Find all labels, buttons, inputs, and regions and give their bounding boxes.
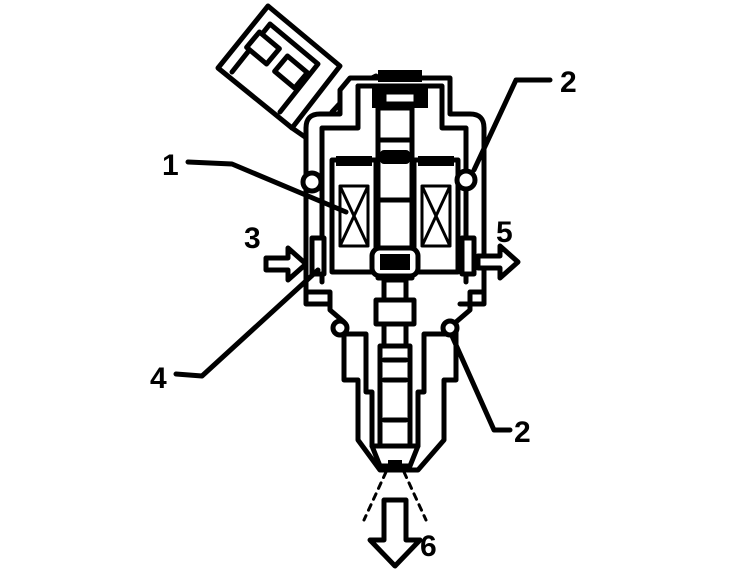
callout-3: 3 <box>244 222 261 255</box>
spray-arrow <box>362 470 428 569</box>
electrical-connector <box>215 3 379 149</box>
armature-needle <box>369 105 421 470</box>
o-ring-left-upper <box>300 170 324 194</box>
o-ring-right-upper <box>454 168 478 192</box>
callout-6: 6 <box>420 530 437 563</box>
callout-2-bottom: 2 <box>514 416 531 449</box>
callout-1: 1 <box>162 149 179 182</box>
leader-4 <box>173 267 321 379</box>
inlet-filter <box>309 235 477 277</box>
leader-1 <box>185 159 349 215</box>
o-ring-left-lower <box>330 318 350 338</box>
leader-2-bottom <box>449 333 513 433</box>
callout-2-top: 2 <box>560 66 577 99</box>
solenoid-coil <box>329 156 461 275</box>
callout-4: 4 <box>150 362 167 395</box>
o-rings <box>300 168 478 338</box>
fuel-inlet-arrow <box>263 245 309 283</box>
o-ring-right-lower <box>440 318 460 338</box>
leader-lines <box>173 77 553 433</box>
leader-2-top <box>471 77 553 173</box>
callout-5: 5 <box>496 216 513 249</box>
nozzle-body <box>303 289 487 449</box>
fuel-outlet-arrow <box>475 243 521 281</box>
